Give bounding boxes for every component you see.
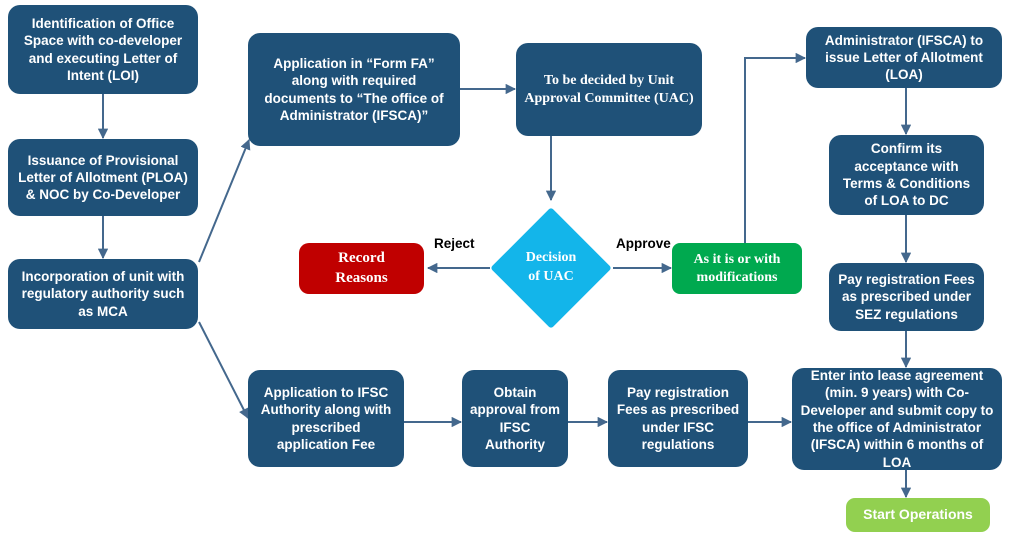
edge-label-approve: Approve (616, 236, 671, 251)
edge-label-reject: Reject (434, 236, 475, 251)
node-decision-label-line1: Decision (525, 250, 577, 266)
node-loa[interactable]: Administrator (IFSCA) to issue Letter of… (806, 27, 1002, 88)
node-application-ifsc-label: Application to IFSC Authority along with… (260, 384, 392, 452)
node-obtain-approval[interactable]: Obtain approval from IFSC Authority (462, 370, 568, 467)
edge-incorporation-to-application-ifsc (198, 321, 249, 419)
node-ploa-label: Issuance of Provisional Letter of Allotm… (18, 152, 188, 203)
node-start-operations[interactable]: Start Operations (846, 498, 990, 532)
node-decision-uac[interactable]: Decision of UAC (490, 207, 612, 329)
node-pay-sez[interactable]: Pay registration Fees as prescribed unde… (829, 263, 984, 331)
node-record-reasons-line1: Record (338, 250, 385, 267)
node-pay-ifsc[interactable]: Pay registration Fees as prescribed unde… (608, 370, 748, 467)
node-confirm-acceptance-label: Confirm its acceptance with Terms & Cond… (842, 141, 971, 209)
node-lease-agreement[interactable]: Enter into lease agreement (min. 9 years… (792, 368, 1002, 470)
node-form-fa[interactable]: Application in “Form FA” along with requ… (248, 33, 460, 146)
node-pay-ifsc-label: Pay registration Fees as prescribed unde… (616, 384, 740, 452)
node-pay-sez-label: Pay registration Fees as prescribed unde… (838, 272, 975, 322)
node-uac[interactable]: To be decided by Unit Approval Committee… (516, 43, 702, 136)
node-record-reasons-line2: Reasons (335, 269, 388, 286)
node-incorporation[interactable]: Incorporation of unit with regulatory au… (8, 259, 198, 329)
node-decision-label-group: Decision of UAC (508, 225, 594, 311)
node-record-reasons[interactable]: Record Reasons (299, 243, 424, 294)
node-identification-label: Identification of Office Space with co-d… (23, 15, 183, 83)
node-as-it-is-line2: modifications (696, 269, 778, 285)
node-as-it-is[interactable]: As it is or with modifications (672, 243, 802, 294)
node-ploa[interactable]: Issuance of Provisional Letter of Allotm… (8, 139, 198, 216)
edge-incorporation-to-formfa (198, 139, 251, 263)
node-uac-label: To be decided by Unit Approval Committee… (524, 72, 694, 106)
edge-label-reject-text: Reject (434, 236, 475, 251)
node-obtain-approval-label: Obtain approval from IFSC Authority (469, 384, 561, 452)
node-form-fa-label: Application in “Form FA” along with requ… (264, 55, 444, 123)
node-identification[interactable]: Identification of Office Space with co-d… (8, 5, 198, 94)
edge-as-it-is-to-loa (744, 52, 807, 243)
node-incorporation-label: Incorporation of unit with regulatory au… (21, 269, 185, 319)
node-application-ifsc[interactable]: Application to IFSC Authority along with… (248, 370, 404, 467)
node-loa-label: Administrator (IFSCA) to issue Letter of… (824, 32, 984, 83)
node-confirm-acceptance[interactable]: Confirm its acceptance with Terms & Cond… (829, 135, 984, 215)
node-decision-label-line2: of UAC (528, 269, 574, 284)
node-start-operations-label: Start Operations (863, 506, 973, 523)
edge-label-approve-text: Approve (616, 236, 671, 251)
node-lease-agreement-label: Enter into lease agreement (min. 9 years… (800, 368, 994, 470)
node-as-it-is-line1: As it is or with (693, 251, 781, 267)
